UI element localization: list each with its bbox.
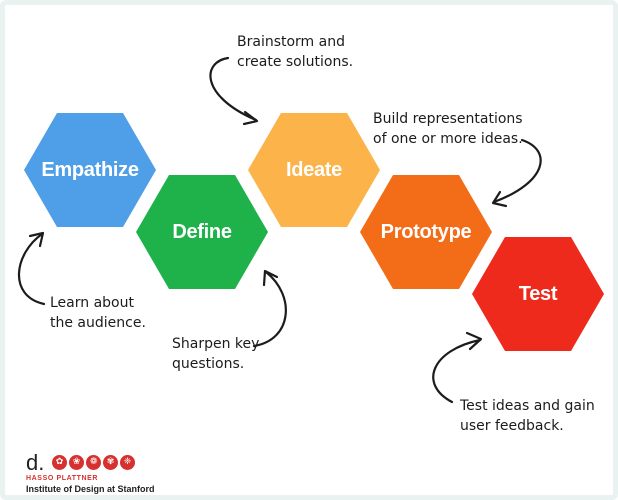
dschool-logo: d. ✿ ❀ ❁ ✾ ❈ HASSO PLATTNER Institute of… — [26, 450, 166, 496]
annotation-ideate-line2: create solutions. — [237, 54, 354, 70]
hex-label-test: Test — [518, 282, 558, 305]
arrow-test — [432, 338, 482, 404]
annotation-prototype: Build representations of one or more ide… — [373, 109, 523, 149]
arrow-prototype-head — [491, 190, 508, 208]
logo-mark: d. — [26, 450, 45, 475]
hex-label-prototype: Prototype — [380, 220, 472, 243]
hex-ideate: Ideate — [248, 113, 380, 227]
hex-define: Define — [136, 175, 268, 289]
annotation-empathize-line1: Learn about — [50, 295, 134, 311]
logo-line2: Institute of Design at Stanford — [26, 484, 155, 494]
arrow-define-head — [262, 269, 279, 287]
logo-petal-icon: ✾ — [103, 455, 118, 470]
arrow-empathize-head — [28, 231, 45, 248]
annotation-test-line1: Test ideas and gain — [460, 398, 595, 414]
logo-flower-icon: ✿ — [52, 455, 67, 470]
annotation-prototype-line2: of one or more ideas. — [373, 131, 523, 147]
annotation-define-line2: questions. — [172, 356, 245, 372]
annotation-empathize: Learn about the audience. — [50, 293, 146, 333]
hex-prototype: Prototype — [360, 175, 492, 289]
logo-icon-row: ✿ ❀ ❁ ✾ ❈ — [52, 455, 135, 470]
annotation-ideate: Brainstorm and create solutions. — [237, 32, 353, 72]
annotation-define: Sharpen key questions. — [172, 334, 259, 374]
logo-rosette-icon: ❁ — [86, 455, 101, 470]
annotation-prototype-line1: Build representations — [373, 111, 523, 127]
arrow-define — [252, 270, 287, 348]
logo-line1: HASSO PLATTNER — [26, 475, 99, 482]
annotation-define-line1: Sharpen key — [172, 336, 260, 352]
hex-test: Test — [472, 237, 604, 351]
hex-label-empathize: Empathize — [41, 158, 139, 181]
arrow-ideate — [209, 56, 258, 122]
annotation-test: Test ideas and gain user feedback. — [460, 396, 595, 436]
arrow-test-head — [465, 331, 483, 351]
annotation-test-line2: user feedback. — [460, 418, 564, 434]
logo-sparkle-icon: ❈ — [120, 455, 135, 470]
logo-blossom-icon: ❀ — [69, 455, 84, 470]
hex-label-define: Define — [172, 220, 232, 243]
arrow-ideate-head — [242, 110, 259, 126]
hex-label-ideate: Ideate — [285, 158, 342, 181]
annotation-ideate-line1: Brainstorm and — [237, 34, 345, 50]
arrow-empathize — [17, 232, 46, 306]
annotation-empathize-line2: the audience. — [50, 315, 146, 331]
arrow-prototype — [492, 138, 542, 204]
hex-empathize: Empathize — [24, 113, 156, 227]
